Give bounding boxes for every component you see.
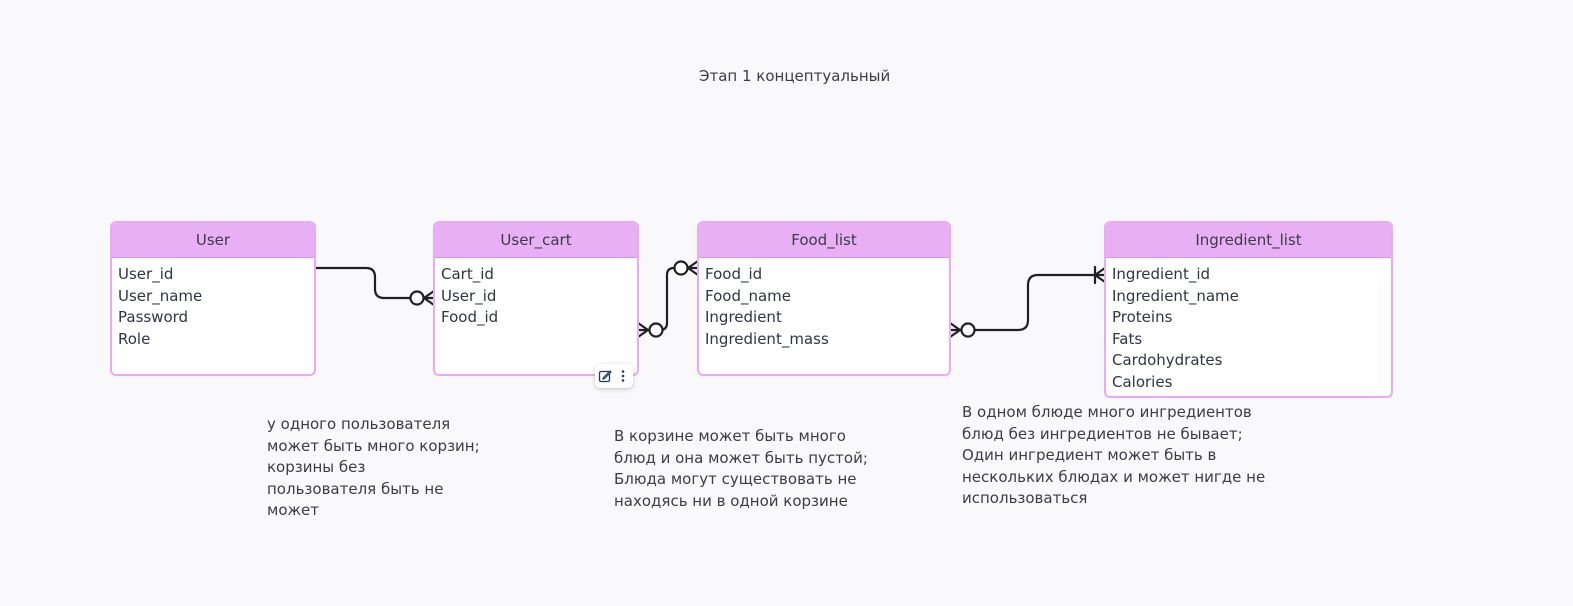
entity-field: Cardohydrates bbox=[1112, 351, 1223, 370]
relationship-user-usercart bbox=[313, 266, 436, 300]
entity-field: User_id bbox=[441, 286, 497, 305]
crowfoot-many-marker bbox=[422, 289, 436, 307]
relationship-foodlist-ingredientlist bbox=[948, 273, 1107, 332]
entity-user[interactable]: User User_id User_name Password Role bbox=[110, 221, 316, 376]
entity-field: Cart_id bbox=[441, 265, 494, 283]
entity-ingredient-list[interactable]: Ingredient_list Ingredient_id Ingredient… bbox=[1104, 221, 1393, 398]
zero-marker bbox=[960, 322, 976, 338]
entity-field: Food_id bbox=[705, 265, 763, 283]
entity-title: Food_list bbox=[699, 223, 949, 258]
entity-field: Password bbox=[118, 308, 189, 327]
entity-field: User_name bbox=[118, 286, 203, 305]
zero-marker bbox=[673, 260, 689, 276]
entity-food-list[interactable]: Food_list Food_id Food_name Ingredient I… bbox=[697, 221, 951, 376]
entity-field: Food_id bbox=[441, 308, 499, 327]
edit-icon[interactable] bbox=[597, 367, 613, 385]
entity-field: Fats bbox=[1112, 329, 1143, 348]
entity-field: Ingredient_name bbox=[1112, 286, 1239, 305]
entity-field: Calories bbox=[1112, 372, 1173, 391]
zero-marker bbox=[648, 322, 664, 338]
relationship-usercart-foodlist bbox=[636, 266, 700, 332]
entity-title: User bbox=[112, 223, 314, 258]
entity-field: Proteins bbox=[1112, 308, 1173, 327]
more-vertical-icon[interactable] bbox=[615, 367, 631, 385]
entity-field: Ingredient bbox=[705, 308, 782, 327]
crowfoot-many-marker bbox=[636, 321, 650, 339]
note-user-cart[interactable]: у одного пользователя может быть много к… bbox=[267, 415, 480, 520]
entity-toolbar bbox=[595, 364, 633, 388]
entity-title: User_cart bbox=[435, 223, 637, 258]
crowfoot-many-marker bbox=[948, 321, 962, 339]
entity-field: Food_name bbox=[705, 286, 792, 305]
entity-field: Ingredient_id bbox=[1112, 265, 1211, 283]
entity-title: Ingredient_list bbox=[1106, 223, 1391, 258]
entity-field: User_id bbox=[118, 265, 174, 283]
entity-user-cart[interactable]: User_cart Cart_id User_id Food_id bbox=[433, 221, 639, 376]
zero-marker bbox=[409, 290, 425, 306]
note-cart-food[interactable]: В корзине может быть много блюд и она мо… bbox=[614, 427, 868, 510]
note-food-ingredient[interactable]: В одном блюде много ингредиентов блюд бе… bbox=[962, 403, 1266, 508]
entity-field: Ingredient_mass bbox=[705, 329, 829, 348]
entity-field: Role bbox=[118, 329, 151, 348]
diagram-title: Этап 1 концептуальный bbox=[699, 67, 891, 85]
